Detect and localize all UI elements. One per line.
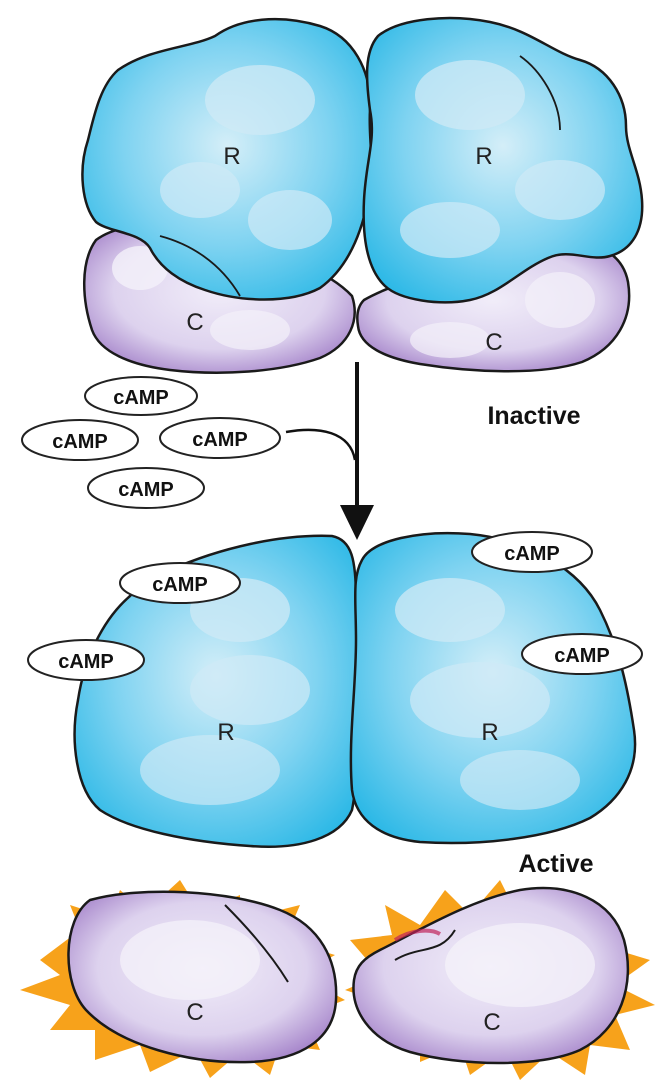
inactive-label: Inactive — [487, 402, 580, 430]
camp-molecule: cAMP — [22, 420, 138, 460]
regulatory-lobe — [515, 160, 605, 220]
camp-molecule-label: cAMP — [52, 431, 108, 453]
catalytic-label-right-inactive: C — [485, 329, 502, 356]
active-catalytic-right: C — [345, 880, 655, 1080]
regulatory-lobe — [140, 735, 280, 805]
camp-molecule: cAMP — [88, 468, 204, 508]
camp-molecule: cAMP — [160, 418, 280, 458]
regulatory-lobe — [248, 190, 332, 250]
bound-camp-molecule: cAMP — [522, 634, 642, 674]
regulatory-lobe — [400, 202, 500, 258]
regulatory-lobe — [160, 162, 240, 218]
camp-molecule-label: cAMP — [58, 651, 114, 673]
regulatory-lobe — [205, 65, 315, 135]
active-regulatory-dimer: R R cAMP cAMP cAMP cAMP — [28, 532, 642, 847]
active-catalytic-left: C — [20, 880, 345, 1078]
catalytic-lobe — [210, 310, 290, 350]
bound-camp-molecule: cAMP — [472, 532, 592, 572]
regulatory-label-left-inactive: R — [223, 143, 240, 170]
regulatory-lobe — [395, 578, 505, 642]
free-camp-group: cAMP cAMP cAMP cAMP — [22, 377, 280, 508]
regulatory-label-right-inactive: R — [475, 143, 492, 170]
camp-molecule-label: cAMP — [554, 645, 610, 667]
camp-molecule: cAMP — [85, 377, 197, 415]
regulatory-lobe — [410, 662, 550, 738]
camp-molecule-label: cAMP — [113, 387, 169, 409]
catalytic-label-left-inactive: C — [186, 309, 203, 336]
bound-camp-molecule: cAMP — [28, 640, 144, 680]
regulatory-label-left-active: R — [217, 719, 234, 746]
camp-molecule-label: cAMP — [152, 574, 208, 596]
camp-binding-curve — [286, 430, 355, 460]
catalytic-label-left-active: C — [186, 999, 203, 1026]
regulatory-lobe — [460, 750, 580, 810]
catalytic-lobe — [410, 322, 490, 358]
camp-molecule-label: cAMP — [118, 479, 174, 501]
bound-camp-molecule: cAMP — [120, 563, 240, 603]
activation-arrowhead — [340, 505, 374, 540]
regulatory-lobe — [415, 60, 525, 130]
camp-molecule-label: cAMP — [504, 543, 560, 565]
catalytic-lobe — [525, 272, 595, 328]
inactive-complex: R R C C — [82, 18, 642, 373]
active-label: Active — [518, 850, 593, 878]
regulatory-lobe — [190, 655, 310, 725]
camp-molecule-label: cAMP — [192, 429, 248, 451]
catalytic-label-right-active: C — [483, 1009, 500, 1036]
regulatory-label-right-active: R — [481, 719, 498, 746]
